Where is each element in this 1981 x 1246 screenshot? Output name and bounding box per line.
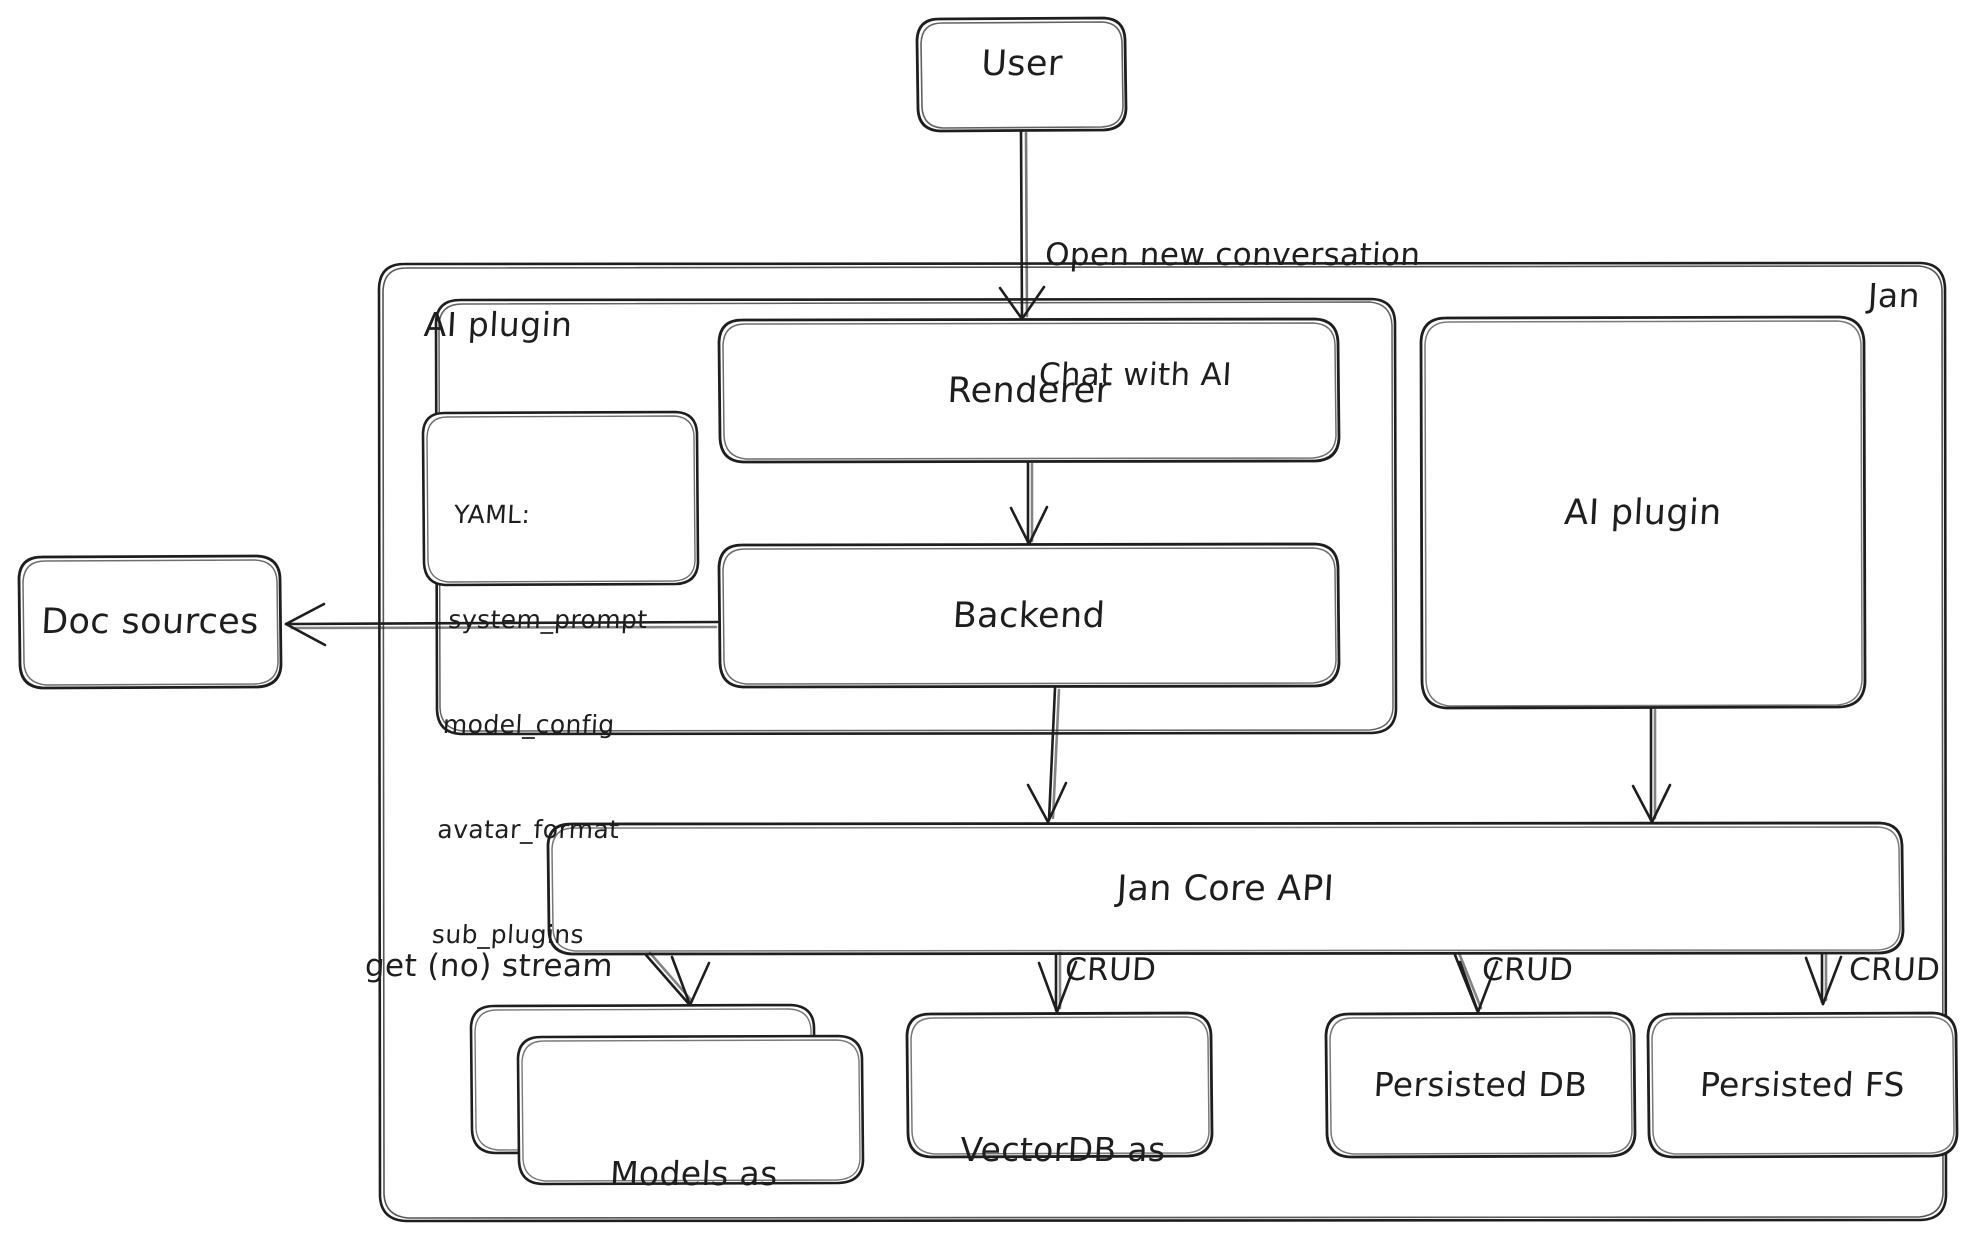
- edge-user-to-renderer: [998, 129, 1046, 321]
- node-label-vectordb-plugin-line1: VectorDB as: [959, 1130, 1167, 1169]
- node-label-persisted-fs: Persisted FS: [1699, 1065, 1907, 1104]
- edge-label-get-no-stream: get (no) stream: [364, 948, 615, 984]
- node-yaml-note: [421, 410, 700, 587]
- node-label-models-plugin: Models as plugin: [509, 1064, 872, 1246]
- edge-label-user-to-renderer: Open new conversation Chat with AI: [1034, 155, 1426, 475]
- edge-ai-plugin-to-core-api: [1631, 706, 1672, 824]
- node-renderer[interactable]: [717, 317, 1341, 464]
- edge-label-user-to-renderer-line2: Chat with AI: [1037, 357, 1233, 393]
- edge-core-api-to-persisted-db: [1453, 951, 1499, 1014]
- edge-label-crud-persisted-fs: CRUD: [1848, 952, 1942, 988]
- node-label-jan-core-api: Jan Core API: [1115, 869, 1336, 909]
- yaml-note-header: YAML:: [453, 500, 532, 529]
- yaml-note-key-1: model_config: [442, 710, 616, 739]
- node-ai-plugin[interactable]: [1419, 315, 1867, 710]
- edge-core-api-to-vectordb: [1037, 951, 1078, 1014]
- group-ai-plugin: [434, 297, 1398, 736]
- yaml-note-key-0: system_prompt: [447, 605, 649, 634]
- node-label-backend: Backend: [951, 596, 1107, 636]
- node-persisted-fs[interactable]: [1646, 1011, 1959, 1159]
- group-label-ai-plugin: AI plugin: [422, 305, 574, 344]
- node-user[interactable]: [915, 16, 1128, 133]
- edge-core-api-to-persisted-fs: [1804, 951, 1843, 1006]
- group-label-jan: Jan: [1866, 276, 1922, 315]
- node-label-persisted-db: Persisted DB: [1372, 1065, 1589, 1104]
- group-jan: [377, 261, 1948, 1223]
- node-label-user: User: [980, 44, 1064, 84]
- edge-backend-to-doc-sources: [284, 602, 720, 647]
- node-vectordb-plugin[interactable]: [905, 1011, 1214, 1159]
- edge-backend-to-core-api: [1026, 686, 1068, 824]
- node-label-ai-plugin: AI plugin: [1563, 493, 1723, 533]
- yaml-note-text: YAML: system_prompt model_config avatar_…: [427, 427, 657, 1022]
- node-label-vectordb-plugin: VectorDB as plugin: [898, 1040, 1221, 1246]
- node-label-doc-sources: Doc sources: [40, 602, 260, 642]
- node-models-plugin[interactable]: [469, 1003, 865, 1186]
- node-backend[interactable]: [717, 542, 1341, 689]
- edge-renderer-to-backend: [1009, 460, 1049, 546]
- edge-label-crud-persisted-db: CRUD: [1481, 952, 1575, 988]
- edge-core-api-to-models: [644, 951, 711, 1007]
- node-label-models-plugin-line1: Models as: [609, 1154, 779, 1193]
- node-doc-sources[interactable]: [17, 554, 283, 690]
- edge-label-user-to-renderer-line1: Open new conversation: [1044, 237, 1422, 273]
- edge-label-crud-vectordb: CRUD: [1064, 952, 1158, 988]
- node-persisted-db[interactable]: [1324, 1011, 1637, 1159]
- yaml-note-key-2: avatar_format: [436, 815, 621, 844]
- node-jan-core-api[interactable]: [546, 821, 1905, 956]
